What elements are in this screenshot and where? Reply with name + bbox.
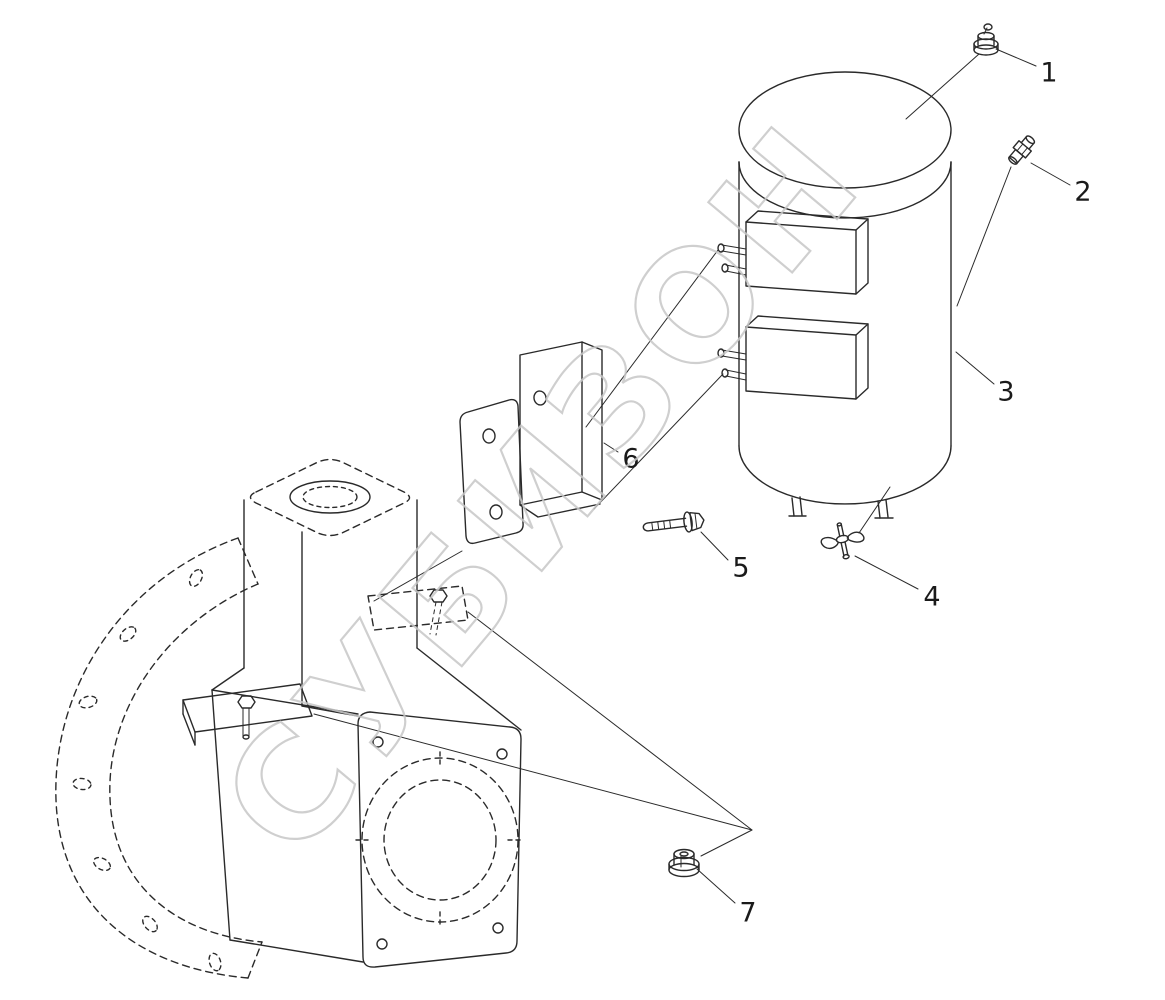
- callout-label-7: 7: [739, 898, 756, 929]
- fitting-part-2: [1008, 135, 1036, 165]
- tank-bracket-lower-part: [717, 315, 869, 400]
- callout-label-5: 5: [732, 553, 749, 584]
- mounting-bracket-part: [459, 341, 603, 545]
- cap-nut-part-1: [973, 23, 999, 56]
- flange-nut-part-7: [668, 848, 700, 878]
- callout-label-3: 3: [997, 377, 1014, 408]
- gear-housing-part: [182, 458, 525, 968]
- leader-lines: [603, 48, 1071, 904]
- callout-label-4: 4: [923, 582, 940, 613]
- hex-bolt-part-5: [642, 511, 705, 533]
- callout-labels: 1 2 3 4 5 6 7: [622, 58, 1091, 929]
- flange-ring-part: [55, 537, 263, 979]
- tank-bracket-upper-part: [717, 210, 869, 295]
- callout-label-6: 6: [622, 444, 639, 475]
- callout-label-1: 1: [1040, 58, 1057, 89]
- assembly-lines: [313, 53, 1012, 857]
- drain-valve-part-4: [820, 522, 865, 560]
- air-tank-part: [738, 71, 952, 519]
- callout-label-2: 2: [1074, 177, 1091, 208]
